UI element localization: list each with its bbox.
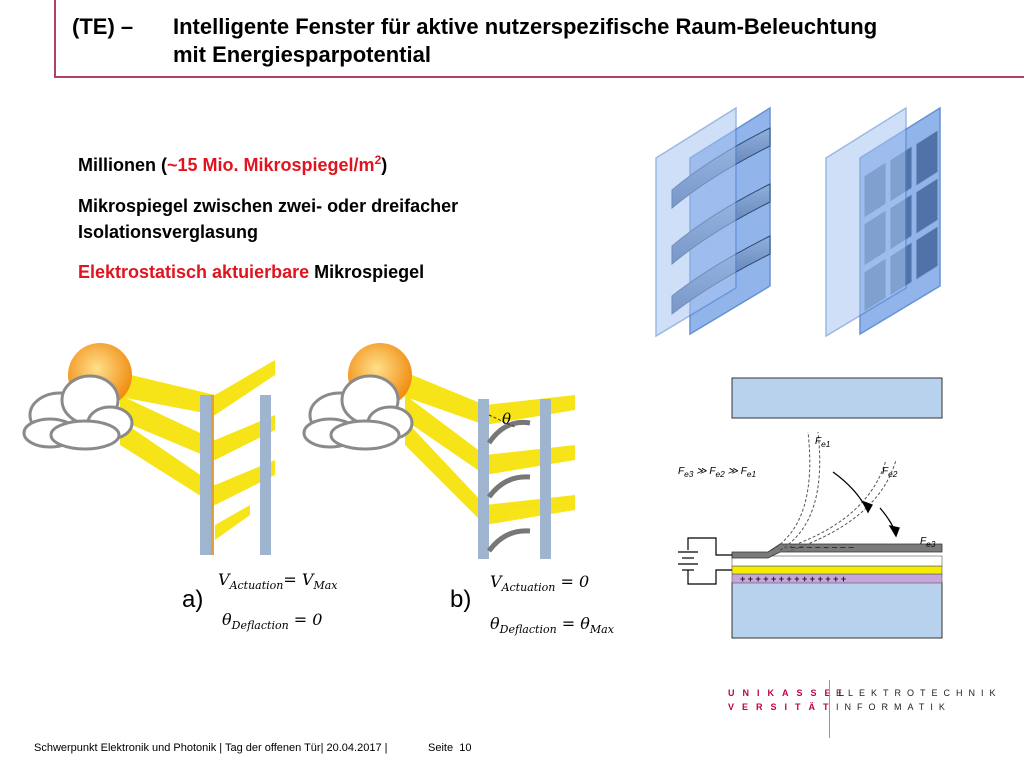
cloud-icon	[302, 374, 414, 451]
deflection-arrows	[832, 471, 900, 538]
window-pane-outer	[260, 395, 271, 555]
sun-rays	[110, 360, 275, 540]
panel-a-illustration	[22, 343, 275, 555]
curled-mirrors	[486, 419, 531, 553]
bullet-electrostatic: Elektrostatisch aktuierbare Mikrospiegel	[78, 262, 425, 282]
panel-b-angle-formula: θDeflaction = θMax	[490, 614, 614, 637]
voltage-source-icon	[678, 537, 732, 585]
panel-a-label: a)	[182, 586, 204, 613]
force-relation: Fe3 ≫ Fe2 ≫ Fe1	[678, 466, 757, 479]
logo-divider	[829, 680, 830, 738]
window-mirror-illustration	[655, 106, 941, 338]
footer-page: Seite 10	[428, 742, 472, 754]
glass-pane-right-front	[825, 106, 907, 338]
flat-mirror-layer	[211, 395, 214, 555]
gap-layer	[731, 555, 943, 567]
cloud-icon	[22, 374, 134, 451]
top-glass-electrode	[731, 377, 943, 419]
panel-a-voltage-formula: VActuation= VMax	[218, 570, 338, 593]
force-label-fe3: Fe3	[920, 536, 936, 549]
window-pane-outer	[540, 399, 551, 559]
negative-charges: – – – – – – – –	[790, 542, 854, 553]
electrode-layer	[731, 565, 943, 575]
sun-rays	[400, 370, 575, 525]
footer-text: Schwerpunkt Elektronik und Photonik | Ta…	[34, 742, 388, 754]
actuator-cross-section	[678, 377, 943, 639]
positive-charges: + + + + + + + + + + + + + +	[740, 574, 847, 584]
force-label-fe2: Fe2	[882, 466, 898, 479]
title-prefix: (TE) –	[72, 14, 134, 39]
logo-university-row-1: UNIKASSEL	[728, 688, 853, 698]
logo-department-row-2: INFORMATIK	[836, 702, 951, 712]
title-line-2: mit Energiesparpotential	[173, 42, 431, 67]
deflected-mirror-outlines	[771, 431, 897, 553]
panel-a-angle-formula: θDeflaction = 0	[222, 610, 323, 633]
force-label-fe1: Fe1	[815, 436, 831, 449]
window-pane-inner	[200, 395, 211, 555]
bottom-glass-substrate	[731, 581, 943, 639]
title-line-1: Intelligente Fenster für aktive nutzersp…	[173, 14, 878, 39]
logo-university-row-2: VERSITÄT	[728, 702, 837, 712]
panel-b-angle-label: θ	[502, 410, 512, 428]
panel-b-label: b)	[450, 586, 472, 613]
bullet-glazing-line-1: Mikrospiegel zwischen zwei- oder dreifac…	[78, 196, 459, 216]
bullet-glazing-line-2: Isolationsverglasung	[78, 222, 259, 242]
panel-b-illustration	[302, 343, 575, 559]
glass-pane-front	[655, 106, 737, 338]
window-pane-inner	[478, 399, 489, 559]
bullet-highlight: ~15 Mio. Mikrospiegel/m2	[167, 153, 382, 175]
title-frame	[54, 0, 1024, 78]
panel-b-voltage-formula: VActuation = 0	[490, 572, 590, 595]
logo-department-row-1: ELEKTROTECHNIK	[836, 688, 1002, 698]
bullet-millionen: Millionen (~15 Mio. Mikrospiegel/m2)	[78, 153, 388, 175]
